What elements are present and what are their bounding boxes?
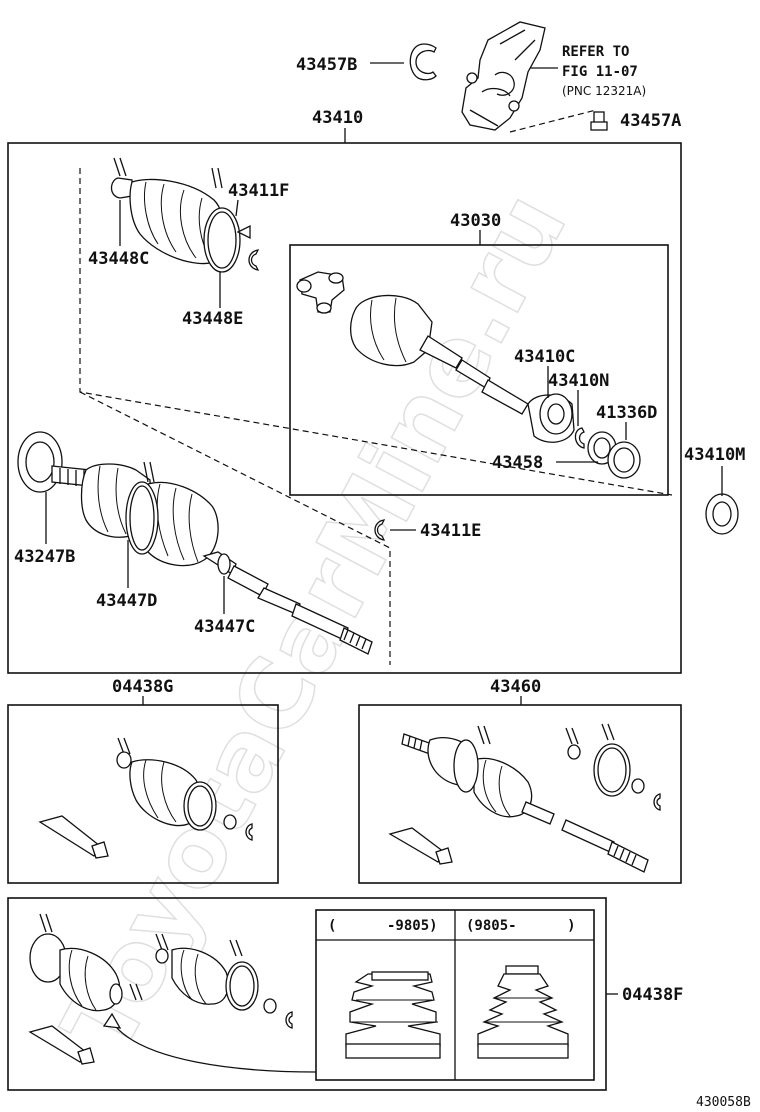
seal-43410M[interactable]: [705, 493, 739, 535]
boot-kit-04438G[interactable]: [38, 737, 253, 859]
bolt-43457A[interactable]: [590, 111, 608, 131]
label-43410N[interactable]: 43410N: [548, 371, 609, 391]
label-43447D[interactable]: 43447D: [96, 591, 157, 611]
label-43448E[interactable]: 43448E: [182, 309, 243, 329]
label-41336D[interactable]: 41336D: [596, 403, 657, 423]
inboard-boot[interactable]: [110, 157, 226, 265]
date-range-left: ( -9805): [328, 918, 438, 934]
boot-kit-43460[interactable]: [388, 723, 661, 865]
tripod-joint[interactable]: [296, 271, 345, 314]
outboard-boot[interactable]: [125, 461, 219, 567]
label-43247B[interactable]: 43247B: [14, 547, 75, 567]
label-43030[interactable]: 43030: [450, 211, 501, 231]
snap-ring-43410N[interactable]: [574, 427, 585, 449]
circlip-43457B[interactable]: [409, 43, 437, 81]
label-43460[interactable]: 43460: [490, 677, 541, 697]
label-43411E[interactable]: 43411E: [420, 521, 481, 541]
label-43457A[interactable]: 43457A: [620, 111, 681, 131]
bracket-reference[interactable]: [461, 21, 546, 131]
refer-line2: FIG 11-07: [562, 64, 638, 80]
label-43457B[interactable]: 43457B: [296, 55, 357, 75]
axle-shaft[interactable]: [202, 551, 373, 655]
assembly-box-43030: [289, 244, 669, 496]
refer-line1: REFER TO: [562, 44, 629, 60]
label-43447C[interactable]: 43447C: [194, 617, 255, 637]
refer-line3: (PNC 12321A): [562, 84, 646, 98]
label-04438F[interactable]: 04438F: [622, 985, 683, 1005]
kit-box-04438G: [7, 704, 279, 884]
boot-kit-left[interactable]: [28, 913, 317, 1073]
snap-ring-43411F[interactable]: [248, 249, 260, 271]
label-43448C[interactable]: 43448C: [88, 249, 149, 269]
boot-variant-before-9805[interactable]: [345, 971, 441, 1059]
label-43410[interactable]: 43410: [312, 108, 363, 128]
outer-race-housing[interactable]: [349, 294, 529, 415]
snap-ring-43411E[interactable]: [374, 519, 386, 541]
label-04438G[interactable]: 04438G: [112, 677, 173, 697]
label-43411F[interactable]: 43411F: [228, 181, 289, 201]
drive-shaft-43460[interactable]: [401, 725, 649, 873]
boot-variant-after-9805[interactable]: [477, 965, 569, 1059]
date-range-right: (9805- ): [466, 918, 576, 934]
damper-43410C[interactable]: [527, 393, 575, 443]
label-43458[interactable]: 43458: [492, 453, 543, 473]
assembly-box-43410: [7, 142, 682, 674]
label-43410M[interactable]: 43410M: [684, 445, 745, 465]
assembly-box-43460: [358, 704, 682, 884]
bearing-41336D[interactable]: [587, 431, 641, 479]
clamp-43448E[interactable]: [203, 207, 241, 273]
label-43410C[interactable]: 43410C: [514, 347, 575, 367]
figure-id: 430058B: [696, 1095, 751, 1110]
